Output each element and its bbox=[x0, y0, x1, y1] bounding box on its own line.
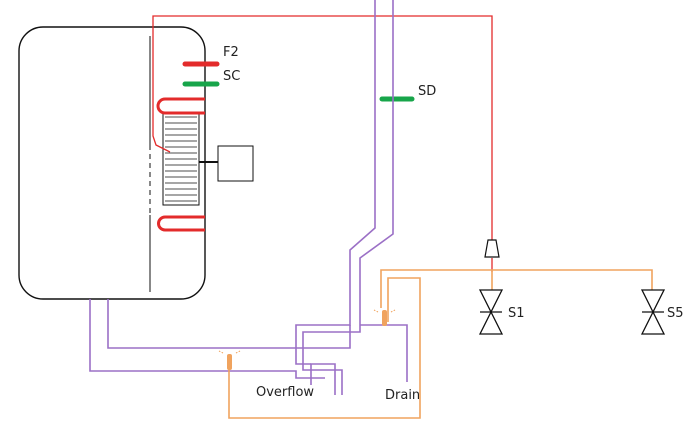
orange-pipe-main bbox=[380, 269, 653, 308]
label-sd: SD bbox=[418, 84, 436, 99]
drain-pipe bbox=[360, 324, 408, 382]
red-line bbox=[152, 15, 493, 240]
purple-pipe-tank-b bbox=[107, 299, 351, 349]
purple-pipe-inner bbox=[302, 0, 394, 371]
nozzle-icon bbox=[218, 350, 241, 370]
valve-s5 bbox=[640, 289, 666, 335]
overflow-standpipe-inner bbox=[325, 369, 343, 395]
label-overflow: Overflow bbox=[256, 385, 314, 400]
purple-pipe-tank-a bbox=[89, 299, 325, 379]
motor-box-icon bbox=[217, 145, 254, 182]
funnel-icon bbox=[484, 239, 500, 258]
heater-loop-bottom bbox=[157, 215, 205, 232]
valve-s1 bbox=[478, 289, 504, 335]
heater-coil-icon bbox=[162, 112, 200, 206]
orange-pipe-loop bbox=[228, 277, 421, 419]
nozzle-icon bbox=[373, 309, 396, 326]
label-f2: F2 bbox=[223, 45, 239, 60]
purple-pipe-outer bbox=[295, 0, 376, 365]
heater-loop-top bbox=[156, 97, 205, 115]
label-sc: SC bbox=[223, 69, 240, 84]
label-drain: Drain bbox=[385, 388, 420, 403]
overflow-standpipe bbox=[310, 363, 336, 395]
label-s1: S1 bbox=[508, 306, 525, 321]
label-s5: S5 bbox=[667, 306, 684, 321]
